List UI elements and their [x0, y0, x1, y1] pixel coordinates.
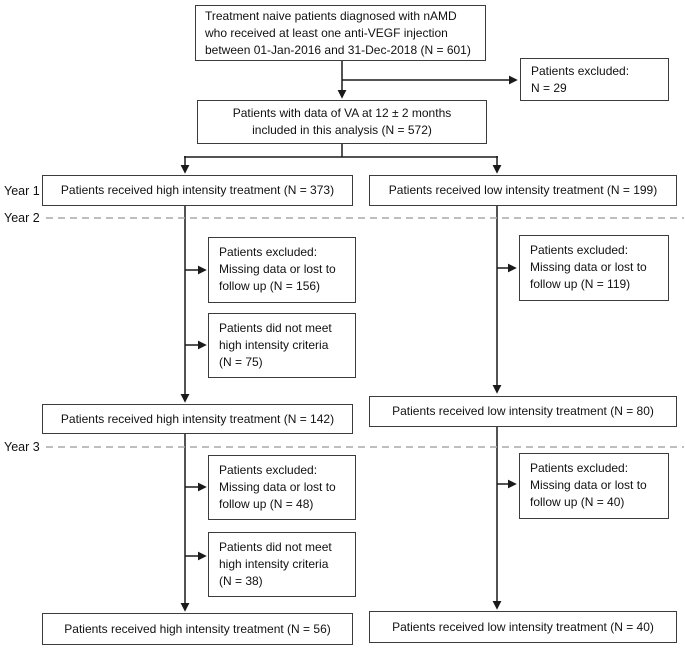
box-year3-low-intensity: Patients received low intensity treatmen… [369, 611, 677, 643]
box-year2-low-excluded-missing: Patients excluded: Missing data or lost … [519, 235, 669, 301]
year-1-label: Year 1 [4, 184, 40, 198]
year-2-label: Year 2 [4, 211, 40, 225]
box-year2-high-intensity: Patients received high intensity treatme… [42, 404, 353, 434]
box-year2-low-intensity: Patients received low intensity treatmen… [369, 396, 677, 427]
box-year1-low-intensity: Patients received low intensity treatmen… [369, 175, 677, 206]
box-analysis-cohort: Patients with data of VA at 12 ± 2 month… [197, 100, 487, 144]
box-enrollment: Treatment naive patients diagnosed with … [195, 5, 486, 61]
box-year1-high-intensity: Patients received high intensity treatme… [42, 175, 353, 206]
box-year3-high-excluded-criteria: Patients did not meet high intensity cri… [208, 532, 356, 597]
box-year3-low-excluded-missing: Patients excluded: Missing data or lost … [519, 453, 669, 519]
box-year3-high-intensity: Patients received high intensity treatme… [42, 613, 353, 645]
box-year2-high-excluded-criteria: Patients did not meet high intensity cri… [208, 313, 356, 378]
year-3-label: Year 3 [4, 440, 40, 454]
box-excluded-baseline: Patients excluded: N = 29 [520, 58, 669, 101]
box-year3-high-excluded-missing: Patients excluded: Missing data or lost … [208, 455, 356, 520]
box-year2-high-excluded-missing: Patients excluded: Missing data or lost … [208, 237, 356, 303]
